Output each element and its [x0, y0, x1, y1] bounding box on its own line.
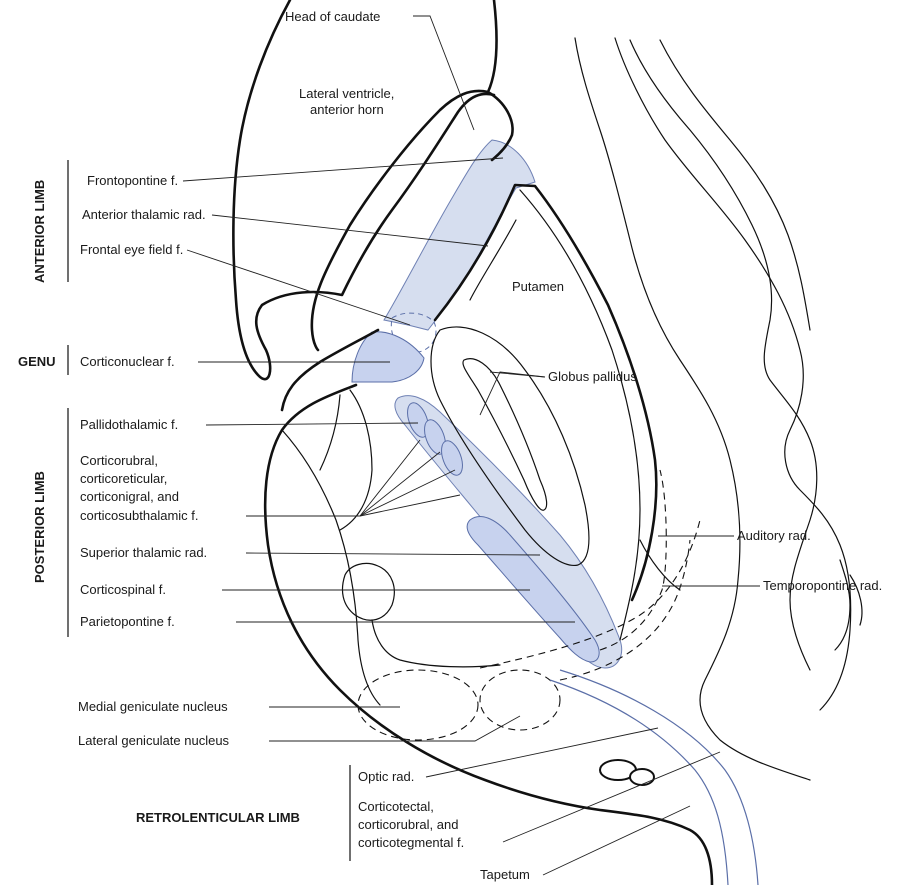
section-posterior-limb: POSTERIOR LIMB — [32, 471, 47, 583]
thalamus-nucleus-a — [340, 390, 372, 530]
label-corticorubral-3: corticonigral, and — [80, 489, 179, 504]
section-genu: GENU — [18, 354, 56, 369]
label-corticorubral-1: Corticorubral, — [80, 453, 158, 468]
labels: Head of caudate Lateral ventricle, anter… — [78, 9, 882, 882]
cortex-line-4 — [660, 40, 810, 330]
label-lateral-geniculate: Lateral geniculate nucleus — [78, 733, 230, 748]
label-globus-pallidus: Globus pallidus — [548, 369, 637, 384]
label-putamen: Putamen — [512, 279, 564, 294]
cortex-line-3 — [630, 40, 817, 670]
section-anterior-limb: ANTERIOR LIMB — [32, 180, 47, 283]
label-lateral-ventricle-2: anterior horn — [310, 102, 384, 117]
label-frontal-eye-field: Frontal eye field f. — [80, 242, 183, 257]
lateral-geniculate-outline — [480, 670, 560, 730]
anterior-limb-fibers — [384, 140, 535, 330]
medial-geniculate-outline — [358, 670, 478, 740]
label-lateral-ventricle-1: Lateral ventricle, — [299, 86, 394, 101]
label-corticotectal-2: corticorubral, and — [358, 817, 458, 832]
label-parietopontine: Parietopontine f. — [80, 614, 175, 629]
label-corticorubral-2: corticoreticular, — [80, 471, 167, 486]
label-corticospinal: Corticospinal f. — [80, 582, 166, 597]
label-corticotectal-1: Corticotectal, — [358, 799, 434, 814]
label-auditory-rad: Auditory rad. — [737, 528, 811, 543]
label-corticonuclear: Corticonuclear f. — [80, 354, 175, 369]
label-corticorubral-4: corticosubthalamic f. — [80, 508, 199, 523]
label-medial-geniculate: Medial geniculate nucleus — [78, 699, 228, 714]
cortex-line-1 — [575, 38, 810, 780]
label-head-of-caudate: Head of caudate — [285, 9, 380, 24]
label-temporopontine: Temporopontine rad. — [763, 578, 882, 593]
thalamus-internal-lines — [282, 430, 380, 705]
section-retrolenticular-limb: RETROLENTICULAR LIMB — [136, 810, 300, 825]
label-superior-thalamic: Superior thalamic rad. — [80, 545, 207, 560]
label-optic-rad: Optic rad. — [358, 769, 414, 784]
label-pallidothalamic: Pallidothalamic f. — [80, 417, 178, 432]
label-corticotectal-3: corticotegmental f. — [358, 835, 464, 850]
thalamus-lamina — [320, 395, 340, 470]
fiber-regions — [352, 140, 622, 668]
thalamus-pulvinar-line — [372, 620, 500, 667]
label-tapetum: Tapetum — [480, 867, 530, 882]
tapetum-blob-2 — [630, 769, 654, 785]
label-anterior-thalamic: Anterior thalamic rad. — [82, 207, 206, 222]
label-frontopontine: Frontopontine f. — [87, 173, 178, 188]
caudate-head-outline — [488, 0, 513, 160]
anatomy-outlines — [233, 0, 862, 885]
lateral-ventricle-outline — [233, 0, 494, 379]
